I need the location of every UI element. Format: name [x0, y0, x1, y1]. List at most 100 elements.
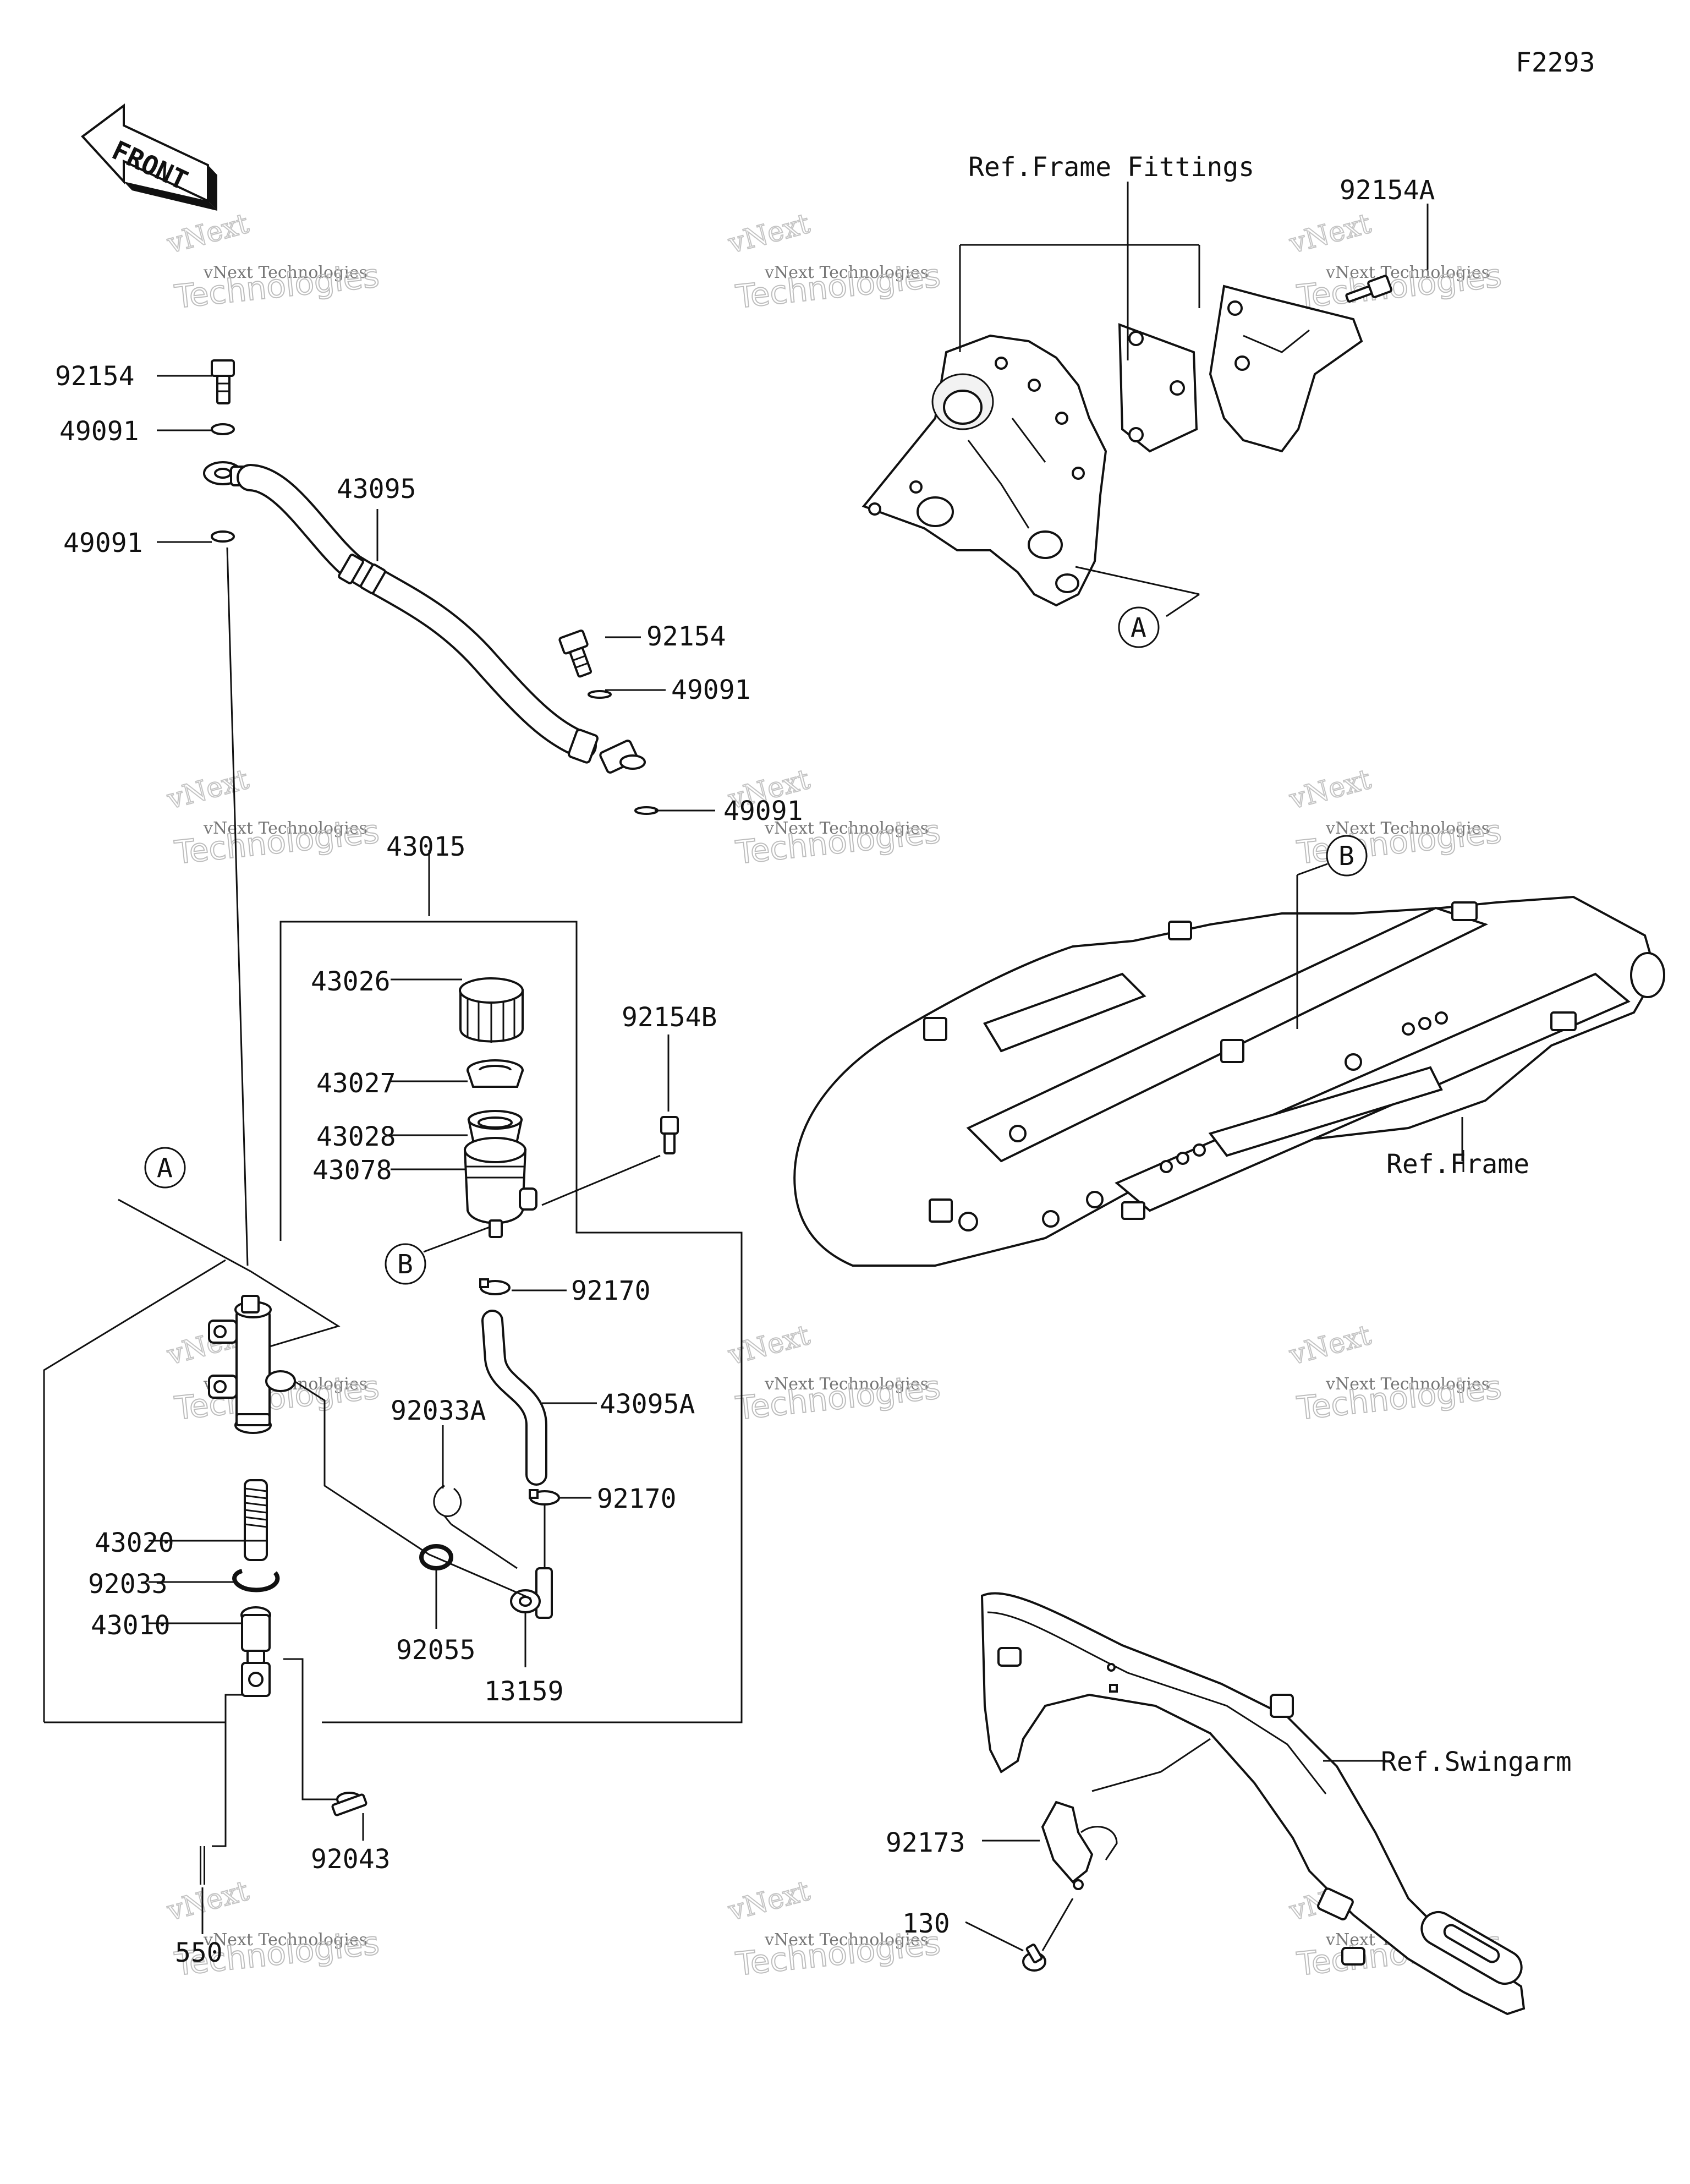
part-number-43078: 43078: [312, 1155, 392, 1186]
part-number-130: 130: [902, 1908, 950, 1939]
part-number-13159: 13159: [484, 1676, 564, 1707]
callout-a-bracket: [43, 1259, 226, 1722]
part-number-43028: 43028: [316, 1121, 396, 1152]
hose-collar: [338, 554, 364, 584]
swingarm-tab: [1270, 1694, 1294, 1718]
adjuster-block: [1341, 1947, 1365, 1966]
svg-text:A: A: [1131, 612, 1146, 643]
svg-text:vNext Technologies: vNext Technologies: [764, 819, 929, 838]
hose-clamp-icon: [479, 1278, 511, 1295]
svg-text:vNext Technologies: vNext Technologies: [203, 819, 367, 838]
frame-tab: [923, 1017, 947, 1041]
frame-body: [793, 895, 1658, 1267]
callout-b: B: [385, 1243, 426, 1285]
part-number-43026: 43026: [311, 966, 391, 997]
ref-frame-fittings-label: Ref.Frame Fittings: [968, 152, 1254, 183]
svg-text:vNext Technologies: vNext Technologies: [764, 1930, 929, 1950]
part-number-92033A: 92033A: [391, 1395, 486, 1426]
bolt-icon: [1022, 1944, 1046, 1972]
svg-text:vNext: vNext: [163, 763, 252, 815]
frame-rail: [966, 906, 1489, 1163]
part-number-43015: 43015: [386, 831, 466, 862]
circlip-icon: [232, 1569, 280, 1592]
frame-rail: [983, 972, 1146, 1053]
frame-tab: [1121, 1201, 1145, 1220]
hose-collar: [360, 563, 386, 594]
part-number-92173: 92173: [886, 1827, 965, 1858]
hose-end-fitting: [568, 729, 599, 764]
svg-text:vNext: vNext: [1286, 207, 1374, 260]
svg-text:B: B: [397, 1249, 413, 1280]
footrest-bracket: [862, 334, 1107, 607]
washer-icon: [211, 530, 235, 543]
adjuster-block: [1317, 1887, 1354, 1920]
part-number-49091: 49091: [59, 416, 139, 447]
part-number-49091: 49091: [723, 796, 803, 826]
svg-text:vNext Technologies: vNext Technologies: [203, 263, 367, 282]
watermark: vNext vNext Technologies Technologies: [1285, 207, 1504, 316]
part-number-92154: 92154: [55, 361, 135, 392]
part-number-43095: 43095: [337, 474, 416, 505]
brake-hose-assembly: [203, 359, 659, 815]
watermark: vNext vNext Technologies Technologies: [724, 1318, 942, 1428]
watermark: vNext vNext Technologies Technologies: [163, 763, 381, 872]
svg-text:vNext: vNext: [725, 1875, 813, 1927]
part-number-49091: 49091: [671, 675, 751, 705]
watermark: vNext vNext Technologies Technologies: [163, 207, 381, 316]
rear-frame: [793, 895, 1665, 1267]
hose-banjo-end: [599, 740, 646, 774]
reservoir-icon: [463, 1137, 537, 1238]
part-number-92154B: 92154B: [622, 1002, 717, 1033]
svg-text:vNext: vNext: [725, 207, 813, 260]
part-number-43020: 43020: [95, 1528, 174, 1558]
part-number-43095A: 43095A: [600, 1389, 695, 1420]
watermark: vNext vNext Technologies Technologies: [1285, 763, 1504, 872]
kit-bracket-43015: [279, 921, 743, 1723]
front-arrow-icon: FRONT: [81, 103, 217, 211]
part-number-92170: 92170: [571, 1276, 651, 1306]
piston-spring-icon: [244, 1479, 268, 1561]
watermark: vNext vNext Technologies Technologies: [1285, 1318, 1504, 1428]
svg-text:vNext: vNext: [163, 1875, 252, 1927]
frame-tab: [929, 1198, 953, 1223]
frame-tab: [1451, 901, 1478, 921]
svg-text:vNext Technologies: vNext Technologies: [764, 1375, 929, 1394]
svg-text:vNext: vNext: [1286, 1319, 1374, 1371]
hose-clamp-icon: [1041, 1800, 1118, 1890]
bolt-icon: [1345, 275, 1393, 303]
svg-text:A: A: [157, 1153, 173, 1184]
hose-fitting-icon: [510, 1567, 553, 1619]
frame-rail: [1208, 1066, 1443, 1157]
frame-tube-end: [1630, 952, 1665, 998]
svg-text:vNext: vNext: [163, 207, 252, 260]
svg-text:vNext: vNext: [1286, 763, 1374, 815]
part-number-92154: 92154: [646, 621, 726, 652]
ref-swingarm-label: Ref.Swingarm: [1381, 1747, 1572, 1777]
washer-icon: [634, 806, 659, 815]
banjo-bolt-icon: [211, 359, 235, 404]
part-number-92043: 92043: [311, 1844, 391, 1875]
circlip-icon: [433, 1485, 462, 1517]
part-number-92033: 92033: [88, 1569, 168, 1600]
washer-icon: [211, 423, 235, 435]
svg-text:B: B: [1338, 841, 1354, 872]
frame-tab: [1550, 1011, 1577, 1031]
diaphragm-plate-icon: [467, 1059, 524, 1088]
hose-clamp-icon: [529, 1489, 560, 1506]
swingarm-tab: [997, 1647, 1022, 1667]
svg-text:vNext Technologies: vNext Technologies: [764, 263, 929, 282]
svg-text:vNext Technologies: vNext Technologies: [1325, 263, 1490, 282]
clevis-pin-icon: [331, 1792, 367, 1816]
part-number-92154A: 92154A: [1340, 175, 1435, 206]
callout-a: A: [144, 1147, 186, 1189]
heel-guard: [1209, 284, 1363, 453]
callout-a: A: [1118, 606, 1160, 648]
bolt-icon: [660, 1116, 679, 1154]
callout-b: B: [1326, 835, 1368, 877]
svg-text:vNext Technologies: vNext Technologies: [203, 1930, 367, 1950]
part-number-49091: 49091: [63, 528, 143, 559]
part-number-550: 550: [175, 1937, 223, 1968]
part-number-43010: 43010: [91, 1610, 171, 1641]
part-number-92055: 92055: [396, 1635, 476, 1666]
